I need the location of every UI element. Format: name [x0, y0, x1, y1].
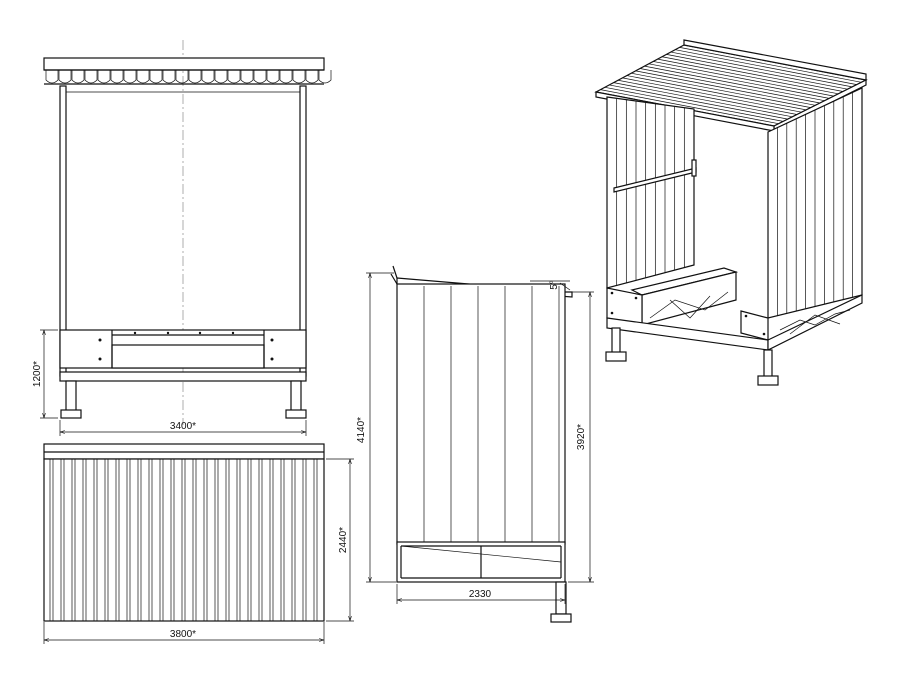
dim-roof-slope: 5°: [549, 280, 560, 290]
canopy-flute: [110, 70, 124, 84]
iso-back-ribs: [616, 98, 685, 286]
roof-rib: [613, 82, 793, 118]
isometric-view: [594, 39, 868, 386]
front-bolts: [98, 331, 274, 361]
canopy-flute: [253, 70, 267, 84]
dim-side-total-height: 4140*: [356, 417, 367, 443]
canopy-flute: [162, 70, 176, 84]
canopy-flute: [97, 70, 111, 84]
dim-side-wall-height: 3920*: [576, 424, 587, 450]
dim-back-width: 3800*: [170, 629, 196, 640]
canopy-flute: [188, 70, 202, 84]
canopy-flute: [123, 70, 137, 84]
canopy-flute: [305, 70, 319, 84]
iso-roof-ribs: [600, 47, 862, 125]
back-corrugated-panels: [49, 459, 318, 621]
canopy-flute: [240, 70, 254, 84]
roof-rib: [609, 84, 788, 120]
canopy-flute: [175, 70, 189, 84]
canopy-flute: [149, 70, 163, 84]
roof-rib: [661, 56, 844, 92]
roof-rib: [670, 51, 853, 88]
roof-rib: [648, 63, 830, 99]
roof-rib: [626, 75, 807, 111]
iso-side-ribs: [777, 92, 853, 316]
roof-rib: [631, 72, 811, 108]
canopy-flute: [45, 70, 59, 84]
roof-rib: [635, 70, 816, 106]
canopy-flute: [266, 70, 280, 84]
dim-side-depth: 2330: [469, 589, 492, 600]
canopy-flute: [71, 70, 85, 84]
roof-rib: [617, 79, 798, 115]
roof-rib: [639, 68, 821, 104]
side-view: 4140* 3920* 5° 2330: [356, 265, 594, 623]
canopy-flute: [227, 70, 241, 84]
roof-rib: [600, 89, 779, 125]
back-view: 2440* 3800*: [43, 443, 354, 644]
roof-rib: [666, 54, 848, 90]
dim-back-height: 2440*: [338, 527, 349, 553]
roof-rib: [604, 86, 784, 122]
dim-front-width: 3400*: [170, 421, 196, 432]
canopy-flute: [292, 70, 306, 84]
front-canopy-flutes: [45, 70, 332, 84]
front-view: 3400* 1200*: [32, 40, 332, 436]
dim-front-base-height: 1200*: [32, 361, 43, 387]
roof-rib: [679, 47, 862, 83]
canopy-flute: [201, 70, 215, 84]
canopy-flute: [214, 70, 228, 84]
canopy-flute: [136, 70, 150, 84]
canopy-flute: [279, 70, 293, 84]
canopy-flute: [84, 70, 98, 84]
roof-rib: [622, 77, 802, 113]
canopy-flute: [318, 70, 332, 84]
roof-rib: [675, 49, 857, 85]
roof-rib: [657, 58, 839, 95]
roof-rib: [644, 65, 825, 102]
canopy-flute: [58, 70, 72, 84]
roof-rib: [653, 61, 834, 97]
side-wall-panels: [423, 286, 560, 542]
